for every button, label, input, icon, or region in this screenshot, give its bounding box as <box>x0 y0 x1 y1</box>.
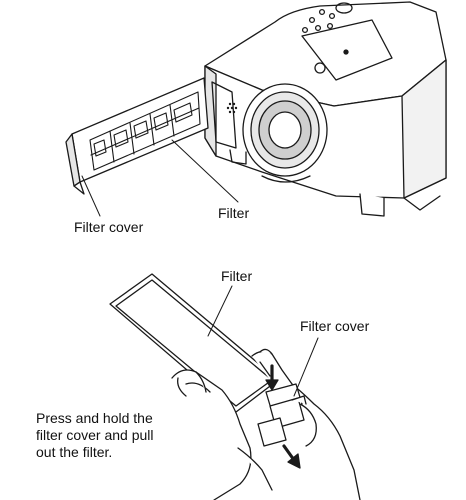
press-arrow-icon <box>265 364 279 391</box>
instruction-line-1: Press and hold the <box>36 410 153 426</box>
instruction-line-2: filter cover and pull <box>36 427 154 443</box>
leader-line-cover-top <box>81 175 101 217</box>
label-filter-cover-top: Filter cover <box>74 219 144 235</box>
instruction-line-3: out the filter. <box>36 444 113 460</box>
filter-grid <box>89 91 201 171</box>
projector-illustration <box>204 1 447 217</box>
label-filter-bottom: Filter <box>221 268 253 284</box>
speaker-grille <box>226 102 238 114</box>
pull-arrow-icon <box>282 444 301 469</box>
label-filter-top: Filter <box>218 205 250 221</box>
control-buttons <box>301 2 353 34</box>
leader-line-filter-top <box>171 139 239 203</box>
instruction-text: Press and hold the filter cover and pull… <box>36 410 196 461</box>
leader-line-cover-bottom <box>293 337 319 397</box>
lens <box>242 83 328 183</box>
filter-cover-latch <box>257 383 307 447</box>
leader-line-filter-bottom <box>207 285 233 337</box>
filter-cover-open <box>65 77 209 195</box>
left-hand <box>171 369 252 500</box>
label-filter-cover-bottom: Filter cover <box>300 318 370 334</box>
